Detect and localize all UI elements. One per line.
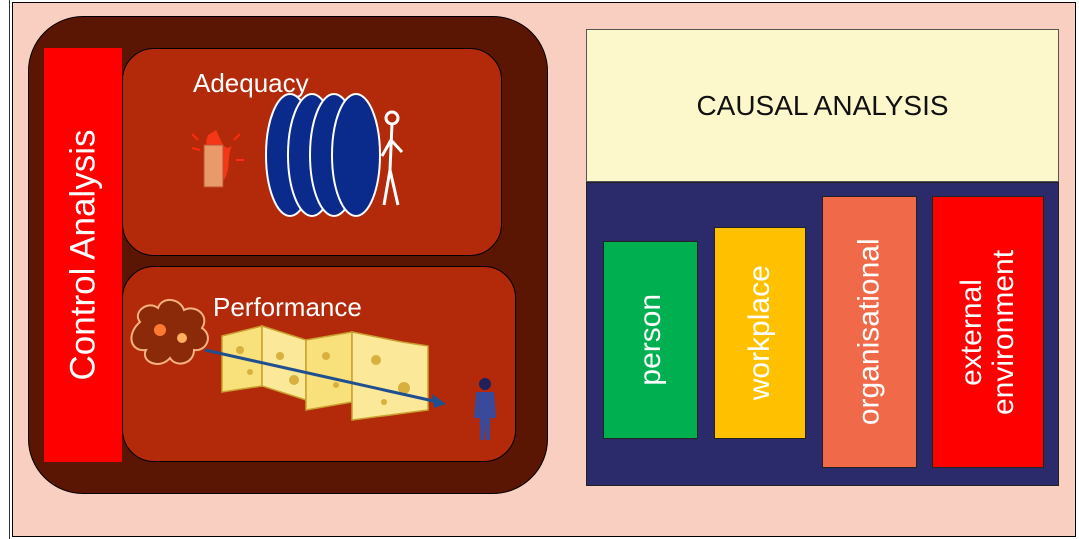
- category-person-label: person: [633, 294, 667, 386]
- category-person-box: [603, 241, 698, 439]
- causal-analysis-title-wrap: CAUSAL ANALYSIS: [586, 29, 1059, 182]
- control-analysis-bar: [44, 48, 122, 462]
- explosion-icon: [130, 299, 209, 365]
- person-silhouette-icon: [474, 378, 496, 440]
- category-organisational-box: [822, 196, 917, 468]
- category-person-label-wrap: person: [603, 241, 698, 439]
- category-organisational-label-wrap: organisational: [822, 196, 917, 468]
- person-figure-icon: [380, 110, 404, 206]
- category-organisational-label: organisational: [852, 238, 886, 426]
- category-workplace-label-wrap: workplace: [714, 227, 806, 439]
- left-edge-strip: [0, 0, 10, 539]
- category-workplace-label: workplace: [743, 265, 777, 401]
- performance-title: Performance: [213, 292, 362, 322]
- trajectory-arrow-icon: [204, 348, 446, 408]
- causal-analysis-title: CAUSAL ANALYSIS: [696, 89, 949, 121]
- category-external-environment-label-wrap: external environment: [932, 196, 1044, 468]
- causal-analysis-header: [586, 29, 1059, 182]
- category-external-environment-box: [932, 196, 1044, 468]
- swiss-cheese-slices-icon: [221, 324, 429, 421]
- category-external-environment-label: external environment: [955, 249, 1021, 415]
- hazard-flame-icon: [191, 130, 244, 188]
- category-workplace-box: [714, 227, 806, 439]
- barrier-discs-icon: [265, 93, 381, 217]
- adequacy-title: Adequacy: [193, 68, 309, 98]
